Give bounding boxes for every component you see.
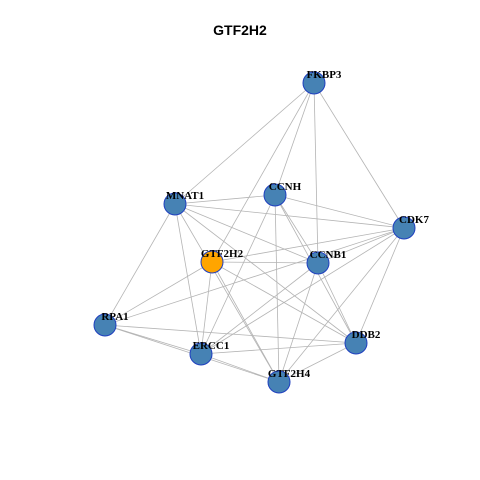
edge-fkbp3-ccnh (274, 82, 315, 196)
edge-mnat1-ccnb1 (174, 203, 319, 264)
node-gtf2h4[interactable] (267, 370, 291, 394)
edge-gtf2h2-ccnb1 (211, 261, 319, 264)
node-fkbp3[interactable] (302, 71, 326, 95)
edge-fkbp3-gtf2h2 (211, 82, 315, 263)
edge-fkbp3-mnat1 (174, 82, 315, 205)
edge-cdk7-gtf2h2 (211, 227, 405, 263)
edge-ccnb1-ddb2 (317, 262, 357, 344)
edge-ccnb1-ercc1 (200, 262, 319, 355)
node-label-cdk7: CDK7 (399, 214, 429, 226)
edge-cdk7-gtf2h4 (278, 227, 405, 383)
graph-title: GTF2H2 (213, 22, 267, 38)
node-label-ercc1: ERCC1 (193, 340, 230, 352)
edge-gtf2h2-gtf2h4 (211, 261, 280, 383)
edge-rpa1-ddb2 (104, 324, 357, 344)
edge-ercc1-gtf2h4 (200, 353, 280, 383)
edge-gtf2h2-ercc1 (200, 261, 213, 355)
edge-cdk7-ercc1 (200, 227, 405, 355)
edge-mnat1-ccnh (174, 194, 276, 205)
node-label-ccnh: CCNH (269, 181, 302, 193)
edge-mnat1-ddb2 (174, 203, 357, 344)
node-label-gtf2h4: GTF2H4 (268, 368, 311, 380)
edge-cdk7-ddb2 (355, 227, 405, 344)
nodes-layer (93, 71, 416, 394)
node-label-gtf2h2: GTF2H2 (201, 248, 244, 260)
edge-cdk7-ccnb1 (317, 227, 405, 264)
edge-gtf2h4-ddb2 (278, 342, 357, 383)
node-mnat1[interactable] (163, 192, 187, 216)
edge-ercc1-ddb2 (200, 342, 357, 355)
edge-mnat1-ercc1 (174, 203, 202, 355)
edge-ccnb1-gtf2h4 (278, 262, 319, 383)
edge-fkbp3-ccnb1 (313, 82, 319, 264)
node-label-rpa1: RPA1 (101, 311, 128, 323)
edge-gtf2h2-ddb2 (211, 261, 357, 344)
edge-gtf2h2-rpa1 (104, 261, 213, 326)
edges-layer (104, 82, 405, 383)
node-label-mnat1: MNAT1 (166, 190, 204, 202)
edge-ccnh-cdk7 (274, 194, 405, 229)
node-label-ccnb1: CCNB1 (310, 249, 347, 261)
edge-mnat1-rpa1 (104, 203, 176, 326)
edge-fkbp3-cdk7 (313, 82, 405, 229)
node-cdk7[interactable] (392, 216, 416, 240)
node-gtf2h2[interactable] (200, 250, 224, 274)
node-ccnh[interactable] (263, 183, 287, 207)
edge-ccnh-ercc1 (200, 194, 276, 355)
edge-ccnh-gtf2h4 (274, 194, 280, 383)
edge-mnat1-cdk7 (174, 203, 405, 229)
node-ercc1[interactable] (189, 342, 213, 366)
node-ccnb1[interactable] (306, 251, 330, 275)
edge-ccnh-ccnb1 (274, 194, 319, 264)
node-label-fkbp3: FKBP3 (307, 69, 342, 81)
node-ddb2[interactable] (344, 331, 368, 355)
node-label-ddb2: DDB2 (352, 329, 381, 341)
edge-cdk7-rpa1 (104, 227, 405, 326)
node-rpa1[interactable] (93, 313, 117, 337)
edge-mnat1-gtf2h4 (174, 203, 280, 383)
